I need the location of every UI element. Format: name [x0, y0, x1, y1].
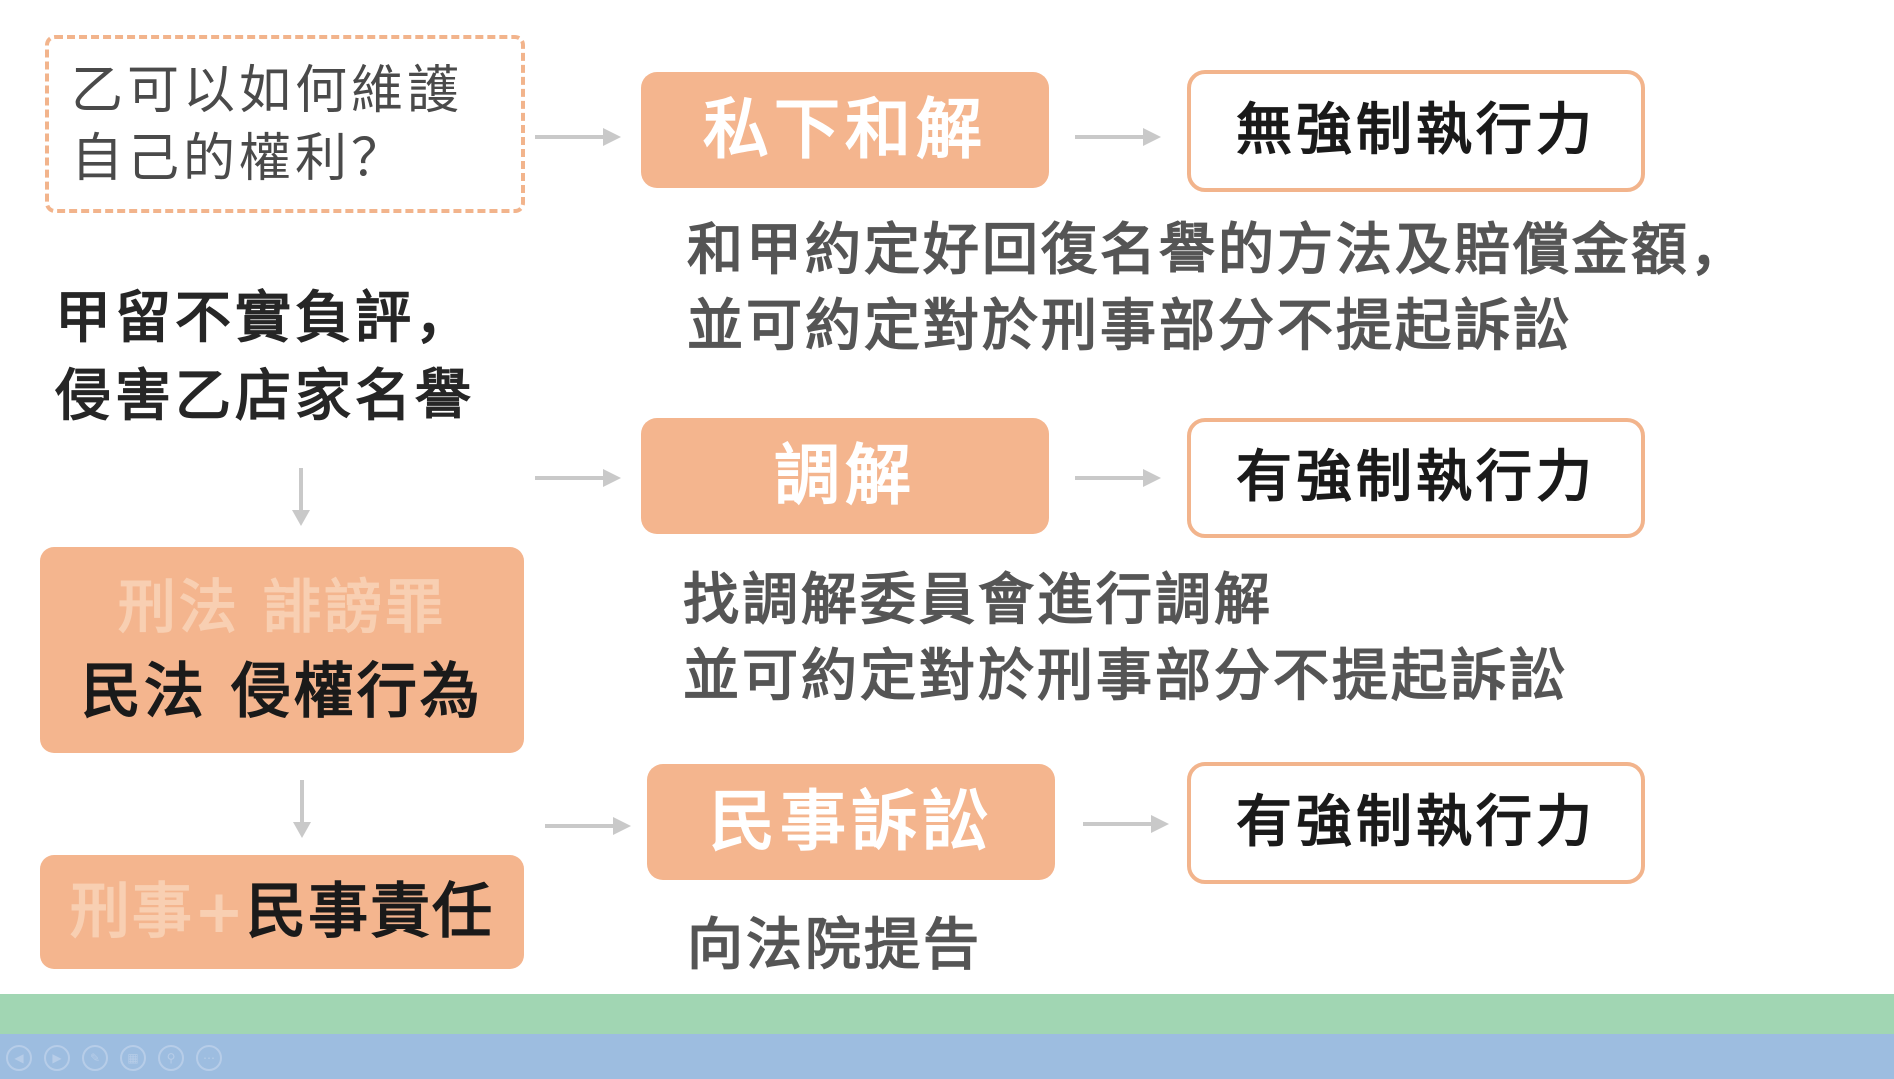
- desc-mediation-line-1: 找調解委員會進行調解: [683, 568, 1273, 633]
- arrow-to-result-2: [1075, 467, 1161, 489]
- scenario-line-2: 侵害乙店家名譽: [55, 364, 475, 429]
- result-no-enforcement: 無強制執行力: [1187, 70, 1645, 192]
- arrow-to-method-1: [535, 126, 621, 148]
- more-icon[interactable]: ⋯: [196, 1045, 222, 1071]
- desc-mediation: 找調解委員會進行調解 並可約定對於刑事部分不提起訴訟: [683, 563, 1883, 715]
- desc-mediation-line-2: 並可約定對於刑事部分不提起訴訟: [683, 644, 1568, 709]
- liability-box: 刑事+民事責任: [40, 855, 524, 969]
- down-arrow-2: [290, 780, 314, 840]
- question-box: 乙可以如何維護 自己的權利？: [45, 35, 525, 213]
- desc-civil-lawsuit-line-1: 向法院提告: [687, 913, 982, 978]
- zoom-icon[interactable]: ⚲: [158, 1045, 184, 1071]
- down-arrow-1: [289, 468, 313, 528]
- question-line-2: 自己的權利？: [71, 129, 408, 189]
- scenario-line-1: 甲留不實負評，: [55, 286, 475, 351]
- footer-band-green: [0, 994, 1894, 1034]
- method-mediation: 調解: [641, 418, 1049, 534]
- pen-icon[interactable]: ✎: [82, 1045, 108, 1071]
- question-line-1: 乙可以如何維護: [71, 61, 464, 121]
- offence-box: 刑法 誹謗罪 民法 侵權行為: [40, 547, 524, 753]
- slides-icon[interactable]: ▦: [120, 1045, 146, 1071]
- desc-private-settlement-line-2: 並可約定對於刑事部分不提起訴訟: [687, 294, 1572, 359]
- arrow-to-result-3: [1083, 813, 1169, 835]
- scenario-text: 甲留不實負評， 侵害乙店家名譽: [55, 280, 525, 436]
- result-enforceable-mediation: 有強制執行力: [1187, 418, 1645, 538]
- civil-law-tort: 民法 侵權行為: [81, 657, 483, 727]
- criminal-liability: 刑事+: [69, 877, 247, 947]
- footer-band-blue: [0, 1034, 1894, 1079]
- prev-icon[interactable]: ◀: [6, 1045, 32, 1071]
- method-private-settlement: 私下和解: [641, 72, 1049, 188]
- arrow-to-method-2: [535, 467, 621, 489]
- arrow-to-method-3: [545, 815, 631, 837]
- civil-liability: 民事責任: [246, 877, 495, 947]
- method-civil-lawsuit: 民事訴訟: [647, 764, 1055, 880]
- desc-private-settlement-line-1: 和甲約定好回復名譽的方法及賠償金額，: [687, 218, 1749, 283]
- desc-private-settlement: 和甲約定好回復名譽的方法及賠償金額， 並可約定對於刑事部分不提起訴訟: [687, 213, 1887, 365]
- result-enforceable-lawsuit: 有強制執行力: [1187, 762, 1645, 884]
- arrow-to-result-1: [1075, 126, 1161, 148]
- criminal-law-defamation: 刑法 誹謗罪: [117, 573, 447, 641]
- desc-civil-lawsuit: 向法院提告: [687, 908, 1487, 984]
- next-icon[interactable]: ▶: [44, 1045, 70, 1071]
